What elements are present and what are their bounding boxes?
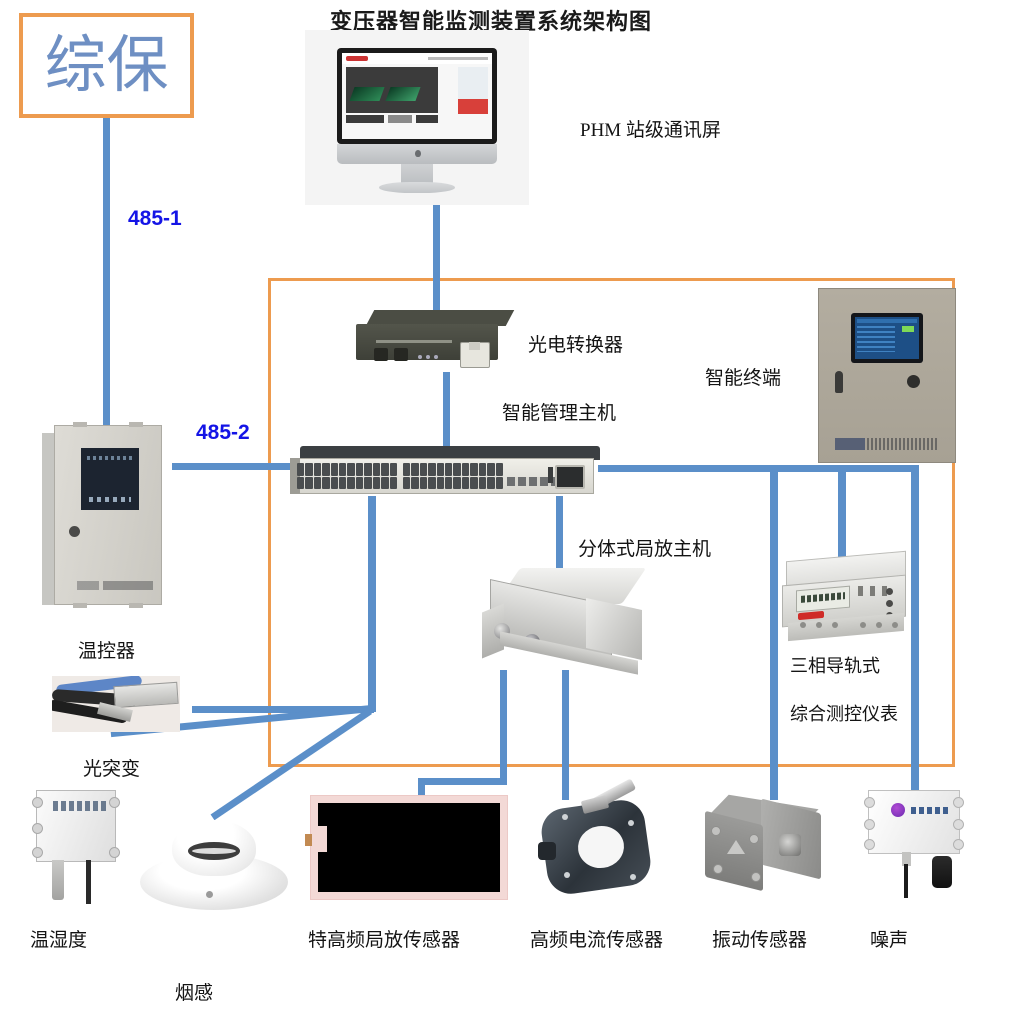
link-bus-to-noise-sensor — [911, 465, 919, 790]
link-converter-to-switch — [443, 372, 450, 448]
link-bus-to-vibration-sensor — [770, 465, 778, 800]
humidity-probe-icon — [52, 860, 64, 900]
link-pd-host-to-hf-sensor — [562, 670, 569, 800]
temp-controller-image[interactable] — [42, 422, 162, 610]
page-title: 变压器智能监测装置系统架构图 — [330, 9, 653, 34]
smart-terminal-image[interactable] — [818, 288, 956, 463]
link-phm-to-converter — [433, 204, 440, 314]
bus-label-485-2: 485-2 — [196, 421, 250, 444]
temp-humidity-image[interactable] — [28, 790, 122, 908]
link-protection-to-temp-controller — [103, 118, 110, 430]
three-phase-meter-image[interactable] — [782, 550, 910, 642]
link-junction-to-optical-mutation — [192, 706, 374, 713]
link-uhf-drop — [418, 778, 425, 802]
phm-screen-image[interactable] — [305, 30, 529, 205]
link-switch-to-pd-host — [556, 496, 563, 570]
noise-sensor-image[interactable] — [860, 790, 968, 900]
three-phase-meter-label-line1: 三相导轨式 — [790, 656, 880, 676]
door-key-icon — [835, 371, 843, 393]
temp-humidity-label: 温湿度 — [30, 930, 88, 951]
system-zone-boundary — [268, 278, 955, 767]
bus-label-485-1: 485-1 — [128, 207, 182, 230]
link-bus-to-meter — [838, 465, 846, 557]
optical-mutation-image[interactable] — [52, 676, 180, 732]
smoke-vent-icon — [188, 842, 240, 860]
hmi-touch-panel[interactable] — [851, 313, 923, 363]
protection-card[interactable]: 综保 — [19, 13, 194, 118]
protection-card-label: 综保 — [44, 31, 169, 100]
switch-port-group-a — [297, 463, 397, 489]
uhf-pd-sensor-label: 特高频局放传感器 — [308, 930, 461, 951]
controller-lock-icon — [69, 526, 80, 537]
apple-logo-icon — [415, 150, 421, 157]
link-temp-controller-to-switch — [172, 463, 300, 470]
noise-sensor-label: 噪声 — [870, 930, 909, 951]
vibration-sensor-image[interactable] — [705, 794, 825, 892]
smoke-led-icon — [206, 891, 213, 898]
switch-port-group-b — [403, 463, 503, 489]
vibration-connector-icon — [779, 834, 801, 856]
three-phase-meter-label-line2: 综合测控仪表 — [790, 704, 898, 724]
temp-controller-label: 温控器 — [78, 641, 136, 662]
indicator-knob-icon — [907, 375, 920, 388]
hfct-output-port-icon — [538, 842, 556, 860]
smoke-detector-image[interactable] — [140, 820, 288, 918]
noise-brand-logo-icon — [891, 803, 905, 817]
console-port-icon — [555, 465, 585, 489]
pd-host-image[interactable] — [482, 568, 662, 678]
controller-display — [81, 448, 139, 510]
smart-terminal-label: 智能终端 — [705, 368, 782, 389]
switch-sfp-ports — [507, 477, 579, 486]
media-converter-label: 光电转换器 — [528, 335, 624, 356]
monitor-screen — [342, 53, 492, 139]
media-converter-image[interactable] — [356, 310, 516, 372]
phm-screen-label: PHM 站级通讯屏 — [580, 120, 721, 141]
vibration-sensor-label: 振动传感器 — [712, 930, 808, 951]
meter-lcd-display — [796, 585, 850, 613]
hf-current-sensor-label: 高频电流传感器 — [530, 930, 664, 951]
link-switch-to-sensor-junction — [368, 496, 376, 712]
link-pd-host-to-uhf-vert — [500, 670, 507, 782]
link-switch-right-bus — [598, 465, 918, 472]
smoke-detector-label: 烟感 — [175, 983, 214, 1004]
rj45-port-icon — [460, 342, 490, 368]
hf-current-sensor-image[interactable] — [538, 778, 658, 897]
management-host-image[interactable] — [290, 446, 602, 498]
microphone-icon — [932, 856, 952, 888]
management-host-label: 智能管理主机 — [502, 403, 617, 424]
uhf-pd-sensor-image[interactable] — [305, 795, 508, 900]
monitor-bezel — [337, 48, 497, 144]
link-pd-host-to-uhf-horiz — [418, 778, 507, 785]
optical-mutation-label: 光突变 — [83, 759, 141, 780]
pd-host-label: 分体式局放主机 — [578, 539, 712, 560]
vibration-mount-icon — [727, 840, 745, 854]
